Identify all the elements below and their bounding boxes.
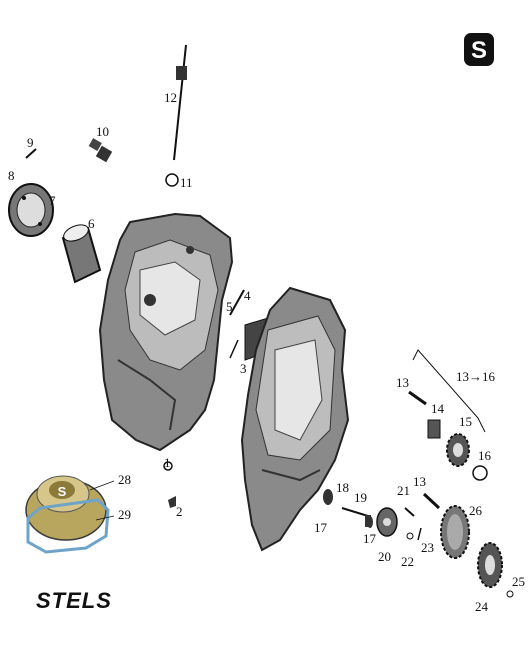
label-part-20: 20: [378, 549, 391, 564]
part-22-washer: [406, 532, 414, 540]
part-13-shaft-lower: [422, 492, 441, 510]
label-part-15: 15: [459, 414, 472, 429]
label-part-8: 8: [8, 168, 15, 183]
part-12-dipstick: [173, 44, 187, 161]
label-part-6: 6: [88, 216, 95, 231]
part-14-bearing: [427, 419, 441, 439]
label-part-14: 14: [431, 401, 445, 416]
part-26-gear: [440, 505, 470, 559]
label-part-22: 22: [401, 554, 414, 569]
cover-logo-letter: S: [58, 484, 67, 499]
label-part-7: 7: [49, 193, 56, 208]
label-part-18: 18: [336, 480, 349, 495]
part-20-pump: [376, 507, 398, 537]
part-10-sensor: [88, 138, 113, 163]
label-part-9: 9: [27, 135, 34, 150]
label-part-5: 5: [226, 299, 233, 314]
part-23-clip: [417, 527, 422, 541]
part-18-shaft: [341, 507, 369, 517]
part-29-gasket: [26, 498, 110, 554]
part-15-gear: [446, 433, 470, 467]
brand-logo: S: [464, 33, 494, 66]
part-labels: 1 2 3 4 5 6 7 8 9 10 11 12 13 13 13→16 1…: [8, 90, 525, 614]
label-part-21: 21: [397, 483, 410, 498]
label-part-2: 2: [176, 504, 183, 519]
leader-lines: [89, 480, 115, 521]
part-25-washer: [506, 590, 514, 598]
label-part-23: 23: [421, 540, 434, 555]
label-part-4: 4: [244, 288, 251, 303]
label-part-16: 16: [478, 448, 492, 463]
part-6-filter: [61, 224, 102, 284]
label-part-29: 29: [118, 507, 131, 522]
brand-logo-letter: S: [471, 37, 487, 64]
part-3-pin: [229, 339, 239, 359]
part-21-pin: [404, 507, 415, 517]
label-part-10: 10: [96, 124, 109, 139]
part-13-shaft-upper: [408, 390, 427, 406]
label-part-17b: 17: [363, 531, 377, 546]
part-17-bearing: [323, 489, 333, 505]
left-crankcase: [98, 212, 234, 452]
group-bracket-13-16: [412, 349, 486, 433]
label-part-3: 3: [240, 361, 247, 376]
part-5-pin: [229, 289, 245, 316]
part-1-washer: [163, 461, 173, 471]
part-2-bolt: [168, 496, 176, 508]
label-part-17a: 17: [314, 520, 328, 535]
label-part-1: 1: [164, 455, 171, 470]
part-24-gear: [477, 542, 503, 588]
part-11-oring: [165, 173, 179, 187]
part-8-cover: [8, 183, 54, 237]
label-part-12: 12: [164, 90, 177, 105]
label-part-28: 28: [118, 472, 131, 487]
label-part-24: 24: [475, 599, 489, 614]
label-part-11: 11: [180, 175, 193, 190]
label-part-13a: 13: [396, 375, 409, 390]
part-16-ring: [472, 465, 488, 481]
label-part-13b: 13: [413, 474, 426, 489]
label-part-13-16: 13→16: [456, 369, 496, 384]
brand-wordmark: STELS: [36, 588, 112, 613]
part-9-bolt: [25, 148, 37, 159]
right-crankcase: [240, 286, 350, 552]
label-part-25: 25: [512, 574, 525, 589]
label-part-26: 26: [469, 503, 483, 518]
label-part-19: 19: [354, 490, 367, 505]
part-17b-bearing: [367, 516, 373, 528]
